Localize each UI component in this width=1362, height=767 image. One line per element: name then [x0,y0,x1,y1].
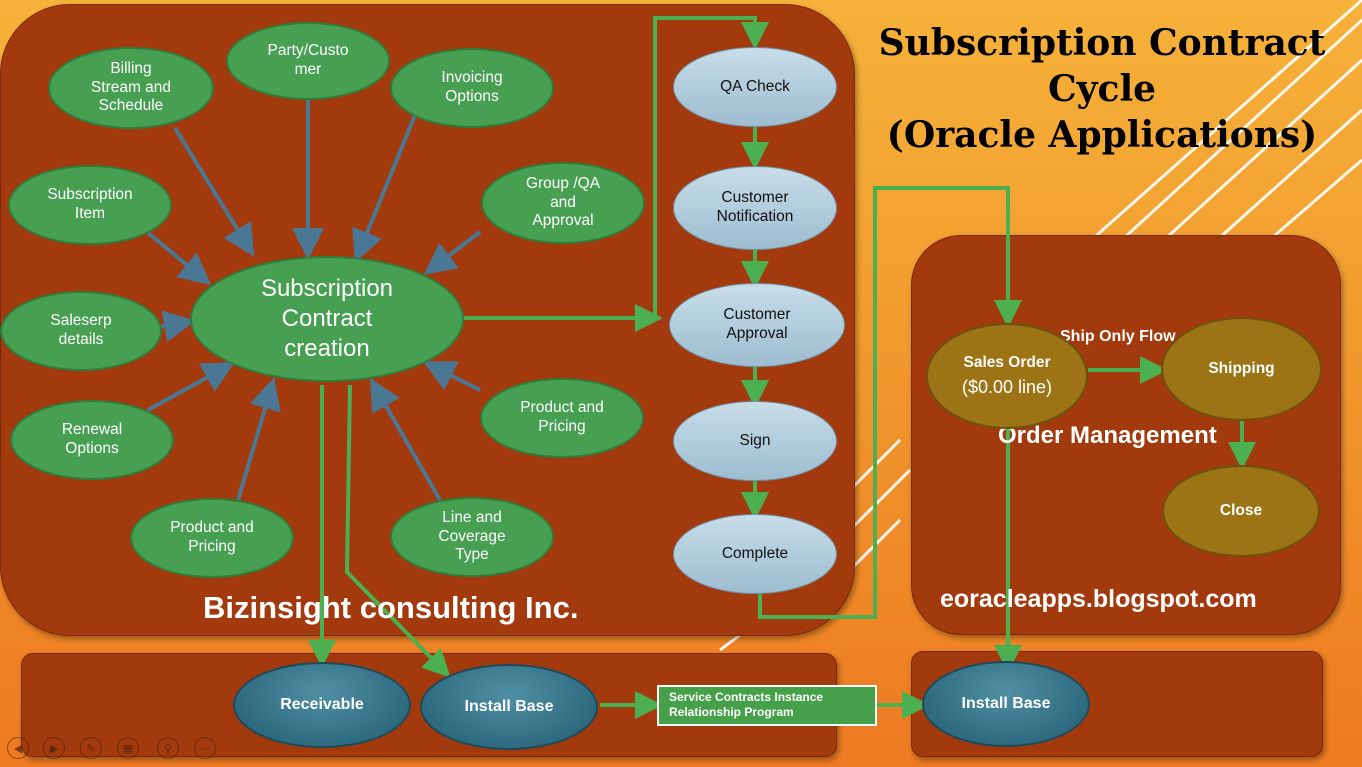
arrow-line-coverage [370,378,442,501]
arrow-product-right [422,361,481,392]
invoicing-options-node: Invoicing Options [390,48,554,128]
install-base-node: Install Base [420,664,598,750]
connector-creation-install-base [344,384,451,678]
website-label: eoracleapps.blogspot.com [940,585,1257,613]
pen-icon[interactable]: ✎ [80,737,102,759]
order-management-panel [911,235,1341,635]
arrow-subscription-item [145,230,212,286]
slide-title: Subscription Contract Cycle (Oracle Appl… [878,22,1326,156]
group-qa-approval-node: Group /QA and Approval [481,162,645,244]
arrow-group-qa [423,230,482,275]
party-customer-node: Party/Custo mer [226,22,390,100]
product-pricing-right-node: Product and Pricing [480,378,644,458]
arrow-billing [173,126,255,257]
prev-icon[interactable]: ◀ [7,737,29,759]
shipping-node: Shipping [1161,317,1322,421]
arrow-invoicing [352,114,417,263]
company-name: Bizinsight consulting Inc. [203,590,579,625]
subscription-contract-creation-node: Subscription Contract creation [190,256,464,382]
connector-complete-to-order [758,186,1022,619]
customer-approval-node: Customer Approval [669,283,845,367]
sales-order-sub-label: ($0.00 line) [961,376,1053,397]
zoom-icon[interactable]: ⚲ [157,737,179,759]
arrow-renewal [147,362,236,412]
order-management-label: Order Management [998,422,1217,449]
saleserp-details-node: Saleserp details [0,291,162,371]
install-base-right-node: Install Base [922,661,1090,747]
close-node: Close [1162,465,1320,557]
slides-icon[interactable]: ▦ [117,737,139,759]
next-icon[interactable]: ▶ [43,737,65,759]
sales-order-node: Sales Order ($0.00 line) [926,323,1088,429]
sales-order-label: Sales Order [963,353,1051,371]
service-contracts-program-box: Service Contracts Instance Relationship … [657,685,877,726]
renewal-options-node: Renewal Options [10,400,174,480]
receivable-node: Receivable [233,662,411,748]
billing-stream-node: Billing Stream and Schedule [48,47,214,129]
line-coverage-type-node: Line and Coverage Type [390,497,554,577]
qa-check-node: QA Check [673,47,837,127]
more-icon[interactable]: ⋯ [194,737,216,759]
subscription-item-node: Subscription Item [8,165,172,245]
product-pricing-left-node: Product and Pricing [130,498,294,578]
arrow-saleserp [159,310,196,342]
sign-node: Sign [673,401,837,481]
complete-node: Complete [673,514,837,594]
connector-creation-to-qa [463,16,769,320]
ship-only-flow-label: Ship Only Flow [1060,328,1176,345]
arrow-product-left [236,377,281,501]
customer-notification-node: Customer Notification [673,166,837,250]
